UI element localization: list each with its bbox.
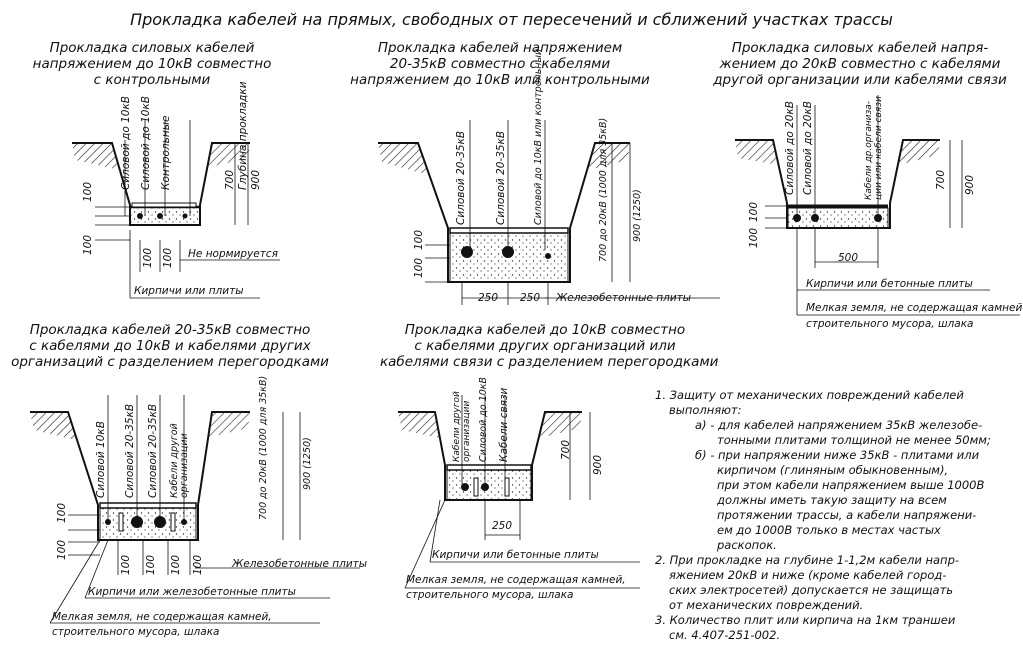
note-line: выполняют: <box>669 403 742 417</box>
page-title: Прокладка кабелей на прямых, свободных о… <box>130 10 893 29</box>
diagram-4-caption: Прокладка кабелей 20-35кВ совместно с ка… <box>11 322 329 370</box>
d1-cable-label-3: Контрольные <box>160 115 172 190</box>
d4-dim-100-f: 100 <box>192 554 204 575</box>
d1-dim-100-a: 100 <box>82 181 94 202</box>
note-line: см. 4.407-251-002. <box>669 628 781 642</box>
note-line: б) - при напряжении ниже 35кВ - плитами … <box>695 448 980 462</box>
note-line: а) - для кабелей напряжением 35кВ железо… <box>695 418 983 432</box>
diagram-3-caption: Прокладка силовых кабелей напря- жением … <box>713 40 1007 88</box>
d4-label-soil-2: строительного мусора, шлака <box>52 626 220 638</box>
d5-dim-700: 700 <box>560 439 572 460</box>
d2-cable-label-3: Силовой до 10кВ или контрольный <box>533 48 544 225</box>
notes-block: 1. Защиту от механических повреждений ка… <box>655 388 991 643</box>
d3-cable-label-2: Силовой до 20кВ <box>802 101 814 195</box>
diagram-2-trench <box>378 120 720 305</box>
d3-dim-900: 900 <box>964 174 976 195</box>
d3-dim-500: 500 <box>838 252 859 264</box>
d1-cable-label-1: Силовой до 10кВ <box>120 96 132 190</box>
note-line: ем до 1000В только в местах частых <box>717 523 941 537</box>
d4-dim-900: 900 (1250) <box>302 437 313 490</box>
d3-cable-label-3: Кабели др.организа-ции или кабели связи <box>864 96 884 200</box>
diagram-1-caption: Прокладка силовых кабелей напряжением до… <box>32 40 272 88</box>
d4-dim-100-e: 100 <box>170 554 182 575</box>
d4-cable-label-3: Силовой 20-35кВ <box>147 403 159 498</box>
diagram-5-trench <box>398 395 640 589</box>
note-line: тонными плитами толщиной не менее 50мм; <box>717 433 991 447</box>
d3-cable-label-1: Силовой до 20кВ <box>784 101 796 195</box>
diagram-3-trench <box>735 95 1020 316</box>
note-line: при этом кабели напряжением выше 1000В <box>717 478 985 492</box>
d2-dim-250-b: 250 <box>520 292 541 304</box>
note-line: от механических повреждений. <box>669 598 864 612</box>
d4-dim-100-c: 100 <box>120 554 132 575</box>
diagram-1-cables <box>137 213 188 219</box>
d4-label-soil-1: Мелкая земля, не содержащая камней, <box>52 611 272 623</box>
note-line: 1. Защиту от механических повреждений ка… <box>655 388 964 402</box>
note-line: ских электросетей) допускается не защища… <box>669 583 954 597</box>
d4-cable-label-1: Силовой 10кВ <box>95 421 107 498</box>
d3-dim-100-b: 100 <box>748 227 760 248</box>
note-line: 3. Количество плит или кирпича на 1км тр… <box>655 613 956 627</box>
diagram-4-trench <box>30 395 360 624</box>
note-line: кирпичом (глиняным обыкновенным), <box>717 463 949 477</box>
d5-cable-label-2: Силовой до 10кВ <box>478 376 489 462</box>
d4-label-bricks: Кирпичи или железобетонные плиты <box>88 586 296 598</box>
d4-dim-100-a: 100 <box>56 502 68 523</box>
d3-dim-100-a: 100 <box>748 201 760 222</box>
d1-dim-100-c: 100 <box>142 247 154 268</box>
d2-cable-label-2: Силовой 20-35кВ <box>495 130 507 225</box>
d1-dim-100-b: 100 <box>82 234 94 255</box>
d3-label-soil-2: строительного мусора, шлака <box>806 318 974 330</box>
d2-dim-100-b: 100 <box>413 257 425 278</box>
diagram-5-caption: Прокладка кабелей до 10кВ совместно с ка… <box>380 322 719 370</box>
d5-label-soil-1: Мелкая земля, не содержащая камней, <box>406 574 626 586</box>
note-line: протяжении трассы, а кабели напряжени- <box>717 508 977 522</box>
d4-cable-label-4: Кабели другой организации <box>169 423 190 498</box>
d4-dim-100-b: 100 <box>56 539 68 560</box>
diagram-2-caption: Прокладка кабелей напряжением 20-35кВ со… <box>350 40 650 88</box>
d5-label-soil-2: строительного мусора, шлака <box>406 589 574 601</box>
d4-dim-100-d: 100 <box>145 554 157 575</box>
d2-dim-250-a: 250 <box>478 292 499 304</box>
d5-dim-900: 900 <box>592 454 604 475</box>
note-line: 2. При прокладке на глубине 1-1,2м кабел… <box>655 553 960 567</box>
d3-dim-700: 700 <box>935 169 947 190</box>
d1-dim-900: 900 <box>250 169 262 190</box>
d2-label-plates: Железобетонные плиты <box>556 292 692 304</box>
d2-dim-900: 900 (1250) <box>632 189 643 242</box>
note-line: должны иметь такую защиту на всем <box>717 493 947 507</box>
d2-dim-100-a: 100 <box>413 229 425 250</box>
d5-label-bricks: Кирпичи или бетонные плиты <box>432 549 599 561</box>
d5-dim-250: 250 <box>492 520 513 532</box>
d3-label-soil-1: Мелкая земля, не содержащая камней <box>806 302 1023 314</box>
d4-cable-label-2: Силовой 20-35кВ <box>124 403 136 498</box>
diagram-1-trench <box>72 120 280 299</box>
d1-cable-label-2: Силовой до 10кВ <box>140 96 152 190</box>
d4-label-plates: Железобетонные плиты <box>232 558 368 570</box>
d5-cable-label-1: Кабели другой организации <box>452 391 472 462</box>
d2-cable-label-1: Силовой 20-35кВ <box>455 130 467 225</box>
d1-dim-100-d: 100 <box>162 247 174 268</box>
d3-label-bricks: Кирпичи или бетонные плиты <box>806 278 973 290</box>
note-line: раскопок. <box>717 538 777 552</box>
d2-dim-700: 700 до 20кВ (1000 для 35кВ) <box>598 117 609 262</box>
d1-label-not-normalized: Не нормируется <box>188 248 278 260</box>
d5-cable-label-3: Кабели связи <box>498 387 510 462</box>
d4-dim-700: 700 до 20кВ (1000 для 35кВ) <box>258 375 269 520</box>
d1-dim-700: 700 <box>224 169 236 190</box>
d1-label-bricks: Кирпичи или плиты <box>134 285 244 297</box>
note-line: яжением 20кВ и ниже (кроме кабелей город… <box>669 568 947 582</box>
d1-depth-label: Глубина прокладки <box>237 81 249 190</box>
